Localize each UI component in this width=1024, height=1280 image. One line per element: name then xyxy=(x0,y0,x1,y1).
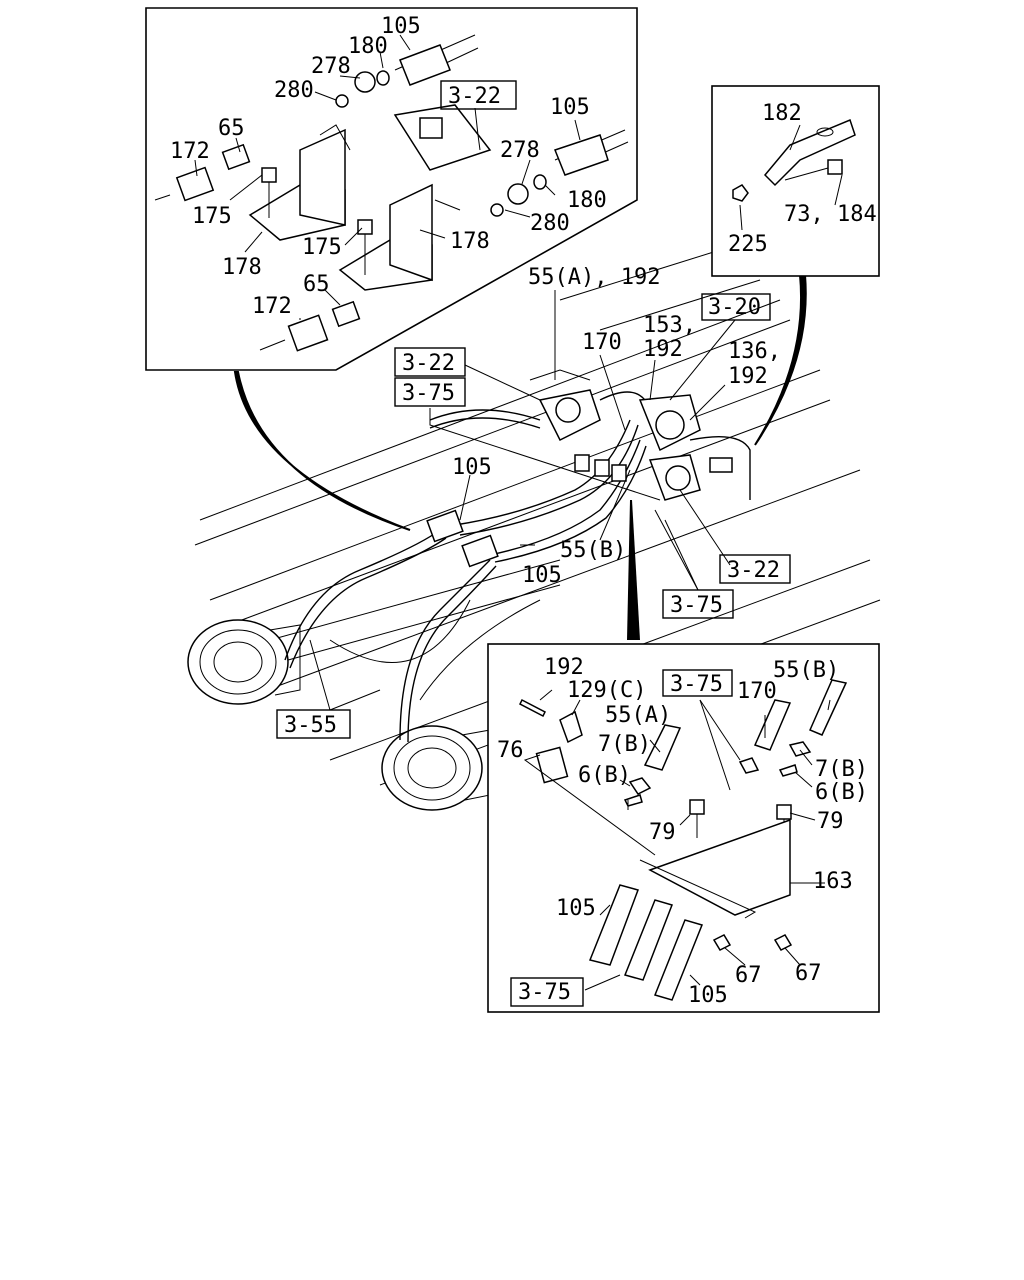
ref-3-75: 3-75 xyxy=(518,980,571,1005)
ref-3-75: 3-75 xyxy=(670,593,723,618)
callout-175: 175 xyxy=(302,235,342,260)
connector-to-bottom xyxy=(627,500,640,640)
main-leaders xyxy=(309,290,736,711)
ref-3-75: 3-75 xyxy=(402,381,455,406)
callout-280: 280 xyxy=(274,78,314,103)
callout-178: 178 xyxy=(222,255,262,280)
callout-79: 79 xyxy=(649,820,676,845)
brake-chamber-right xyxy=(381,725,491,811)
callout-278: 278 xyxy=(500,138,540,163)
connector-to-top-left xyxy=(233,371,411,531)
callout-7b: 7(B) xyxy=(598,732,651,757)
callout-6b: 6(B) xyxy=(578,763,631,788)
callout-280: 280 xyxy=(530,211,570,236)
callout-225: 225 xyxy=(728,232,768,257)
ref-3-20: 3-20 xyxy=(708,295,761,320)
callout-79: 79 xyxy=(817,809,844,834)
inset-bottom xyxy=(487,643,880,1013)
ref-3-22: 3-22 xyxy=(402,351,455,376)
ref-3-22: 3-22 xyxy=(448,84,501,109)
callout-192: 192 xyxy=(643,337,683,362)
callout-278: 278 xyxy=(311,54,351,79)
callout-55a: 55(A) xyxy=(605,703,671,728)
ref-3-75: 3-75 xyxy=(670,672,723,697)
callout-55b: 55(B) xyxy=(773,658,839,683)
connector-to-top-right xyxy=(754,274,807,446)
callout-172: 172 xyxy=(170,139,210,164)
callout-178: 178 xyxy=(450,229,490,254)
callout-170: 170 xyxy=(582,330,622,355)
callout-175: 175 xyxy=(192,204,232,229)
callout-163: 163 xyxy=(813,869,853,894)
callout-73-184: 73, 184 xyxy=(784,202,877,227)
callout-170: 170 xyxy=(737,679,777,704)
callout-55b: 55(B) xyxy=(560,538,626,563)
callout-67: 67 xyxy=(795,961,822,986)
callout-172: 172 xyxy=(252,294,292,319)
relay-valve-left xyxy=(529,369,601,442)
callout-65: 65 xyxy=(303,272,330,297)
callout-55a-192: 55(A), 192 xyxy=(528,265,660,290)
callout-105: 105 xyxy=(522,563,562,588)
callout-76: 76 xyxy=(497,738,524,763)
callout-182: 182 xyxy=(762,101,802,126)
inset-top-left xyxy=(145,7,638,371)
callout-136: 136, xyxy=(728,339,781,364)
brake-chamber-left xyxy=(187,619,301,705)
callout-105: 105 xyxy=(550,95,590,120)
relay-valve-right xyxy=(638,394,701,501)
hose-fittings xyxy=(426,454,733,568)
callout-180: 180 xyxy=(348,34,388,59)
callout-105: 105 xyxy=(452,455,492,480)
callout-129c: 129(C) xyxy=(567,678,646,703)
callout-105: 105 xyxy=(381,14,421,39)
callout-7b: 7(B) xyxy=(815,757,868,782)
callout-192: 192 xyxy=(544,655,584,680)
callout-65: 65 xyxy=(218,116,245,141)
callout-180: 180 xyxy=(567,188,607,213)
inset-top-right xyxy=(711,85,880,277)
callout-192: 192 xyxy=(728,364,768,389)
callout-105: 105 xyxy=(556,896,596,921)
callout-67: 67 xyxy=(735,963,762,988)
ref-3-55: 3-55 xyxy=(284,713,337,738)
callout-6b: 6(B) xyxy=(815,780,868,805)
callout-105: 105 xyxy=(688,983,728,1008)
ref-3-22: 3-22 xyxy=(727,558,780,583)
callout-153: 153, xyxy=(643,313,696,338)
